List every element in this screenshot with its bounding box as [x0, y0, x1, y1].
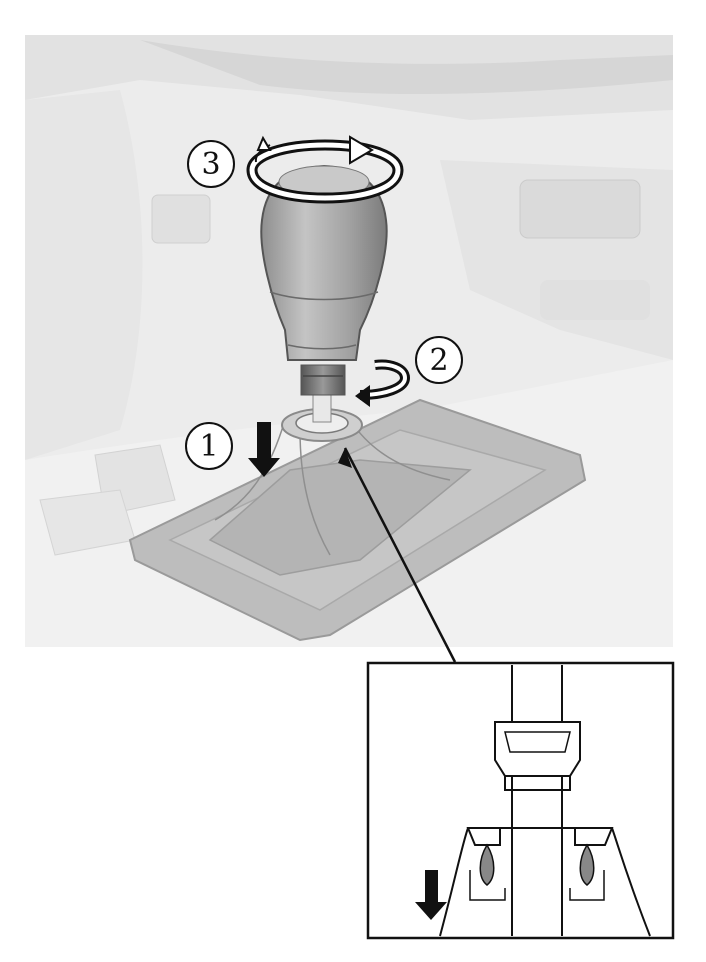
- step-3-label: 3: [187, 140, 235, 188]
- step-1-label: 1: [185, 422, 233, 470]
- shift-lever-shaft: [300, 364, 346, 423]
- detail-leader-line: [343, 447, 457, 663]
- down-arrow-icon: [248, 422, 280, 477]
- step-2-label: 2: [415, 336, 463, 384]
- rotate-arrow-icon: [246, 135, 404, 204]
- shift-knob: [260, 164, 388, 361]
- inset-down-arrow-icon: [415, 870, 447, 920]
- detail-inset: [366, 661, 675, 940]
- turn-arrow-icon: [355, 359, 411, 407]
- leader-arrowhead: [338, 448, 352, 468]
- shift-boot: [128, 398, 587, 642]
- boot-collar-ring: [281, 408, 363, 442]
